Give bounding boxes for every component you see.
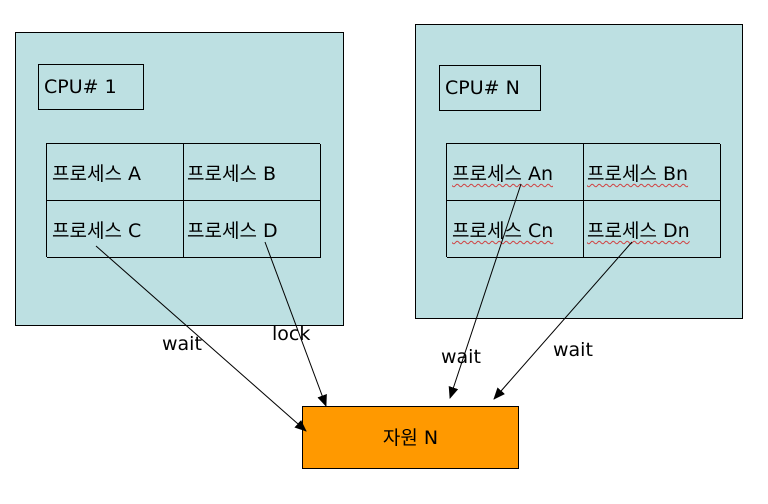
edge-label-wait-an: wait — [441, 346, 481, 368]
process-b: 프로세스 B — [184, 144, 321, 201]
process-bn: 프로세스 Bn — [584, 144, 721, 201]
edge-c-to-resource — [95, 245, 307, 432]
edge-an-to-resource — [448, 183, 522, 399]
edge-label-lock-d: lock — [272, 323, 311, 345]
cpu-n-process-grid: 프로세스 An 프로세스 Bn 프로세스 Cn 프로세스 Dn — [446, 143, 721, 258]
process-c: 프로세스 C — [47, 201, 184, 258]
cpu-1-box — [15, 32, 344, 326]
process-d: 프로세스 D — [184, 201, 321, 258]
process-cn: 프로세스 Cn — [447, 201, 584, 258]
cpu-n-box — [415, 24, 743, 319]
edge-label-wait-dn: wait — [553, 339, 593, 361]
edge-dn-to-resource — [493, 241, 633, 400]
cpu-1-process-grid: 프로세스 A 프로세스 B 프로세스 C 프로세스 D — [46, 143, 321, 258]
cpu-n-label: CPU# N — [439, 65, 541, 111]
cpu-1-label: CPU# 1 — [38, 64, 144, 110]
edge-d-to-resource — [264, 241, 327, 407]
process-a: 프로세스 A — [47, 144, 184, 201]
resource-n-box: 자원 N — [302, 406, 519, 469]
process-dn: 프로세스 Dn — [584, 201, 721, 258]
edge-label-wait-c: wait — [162, 333, 202, 355]
